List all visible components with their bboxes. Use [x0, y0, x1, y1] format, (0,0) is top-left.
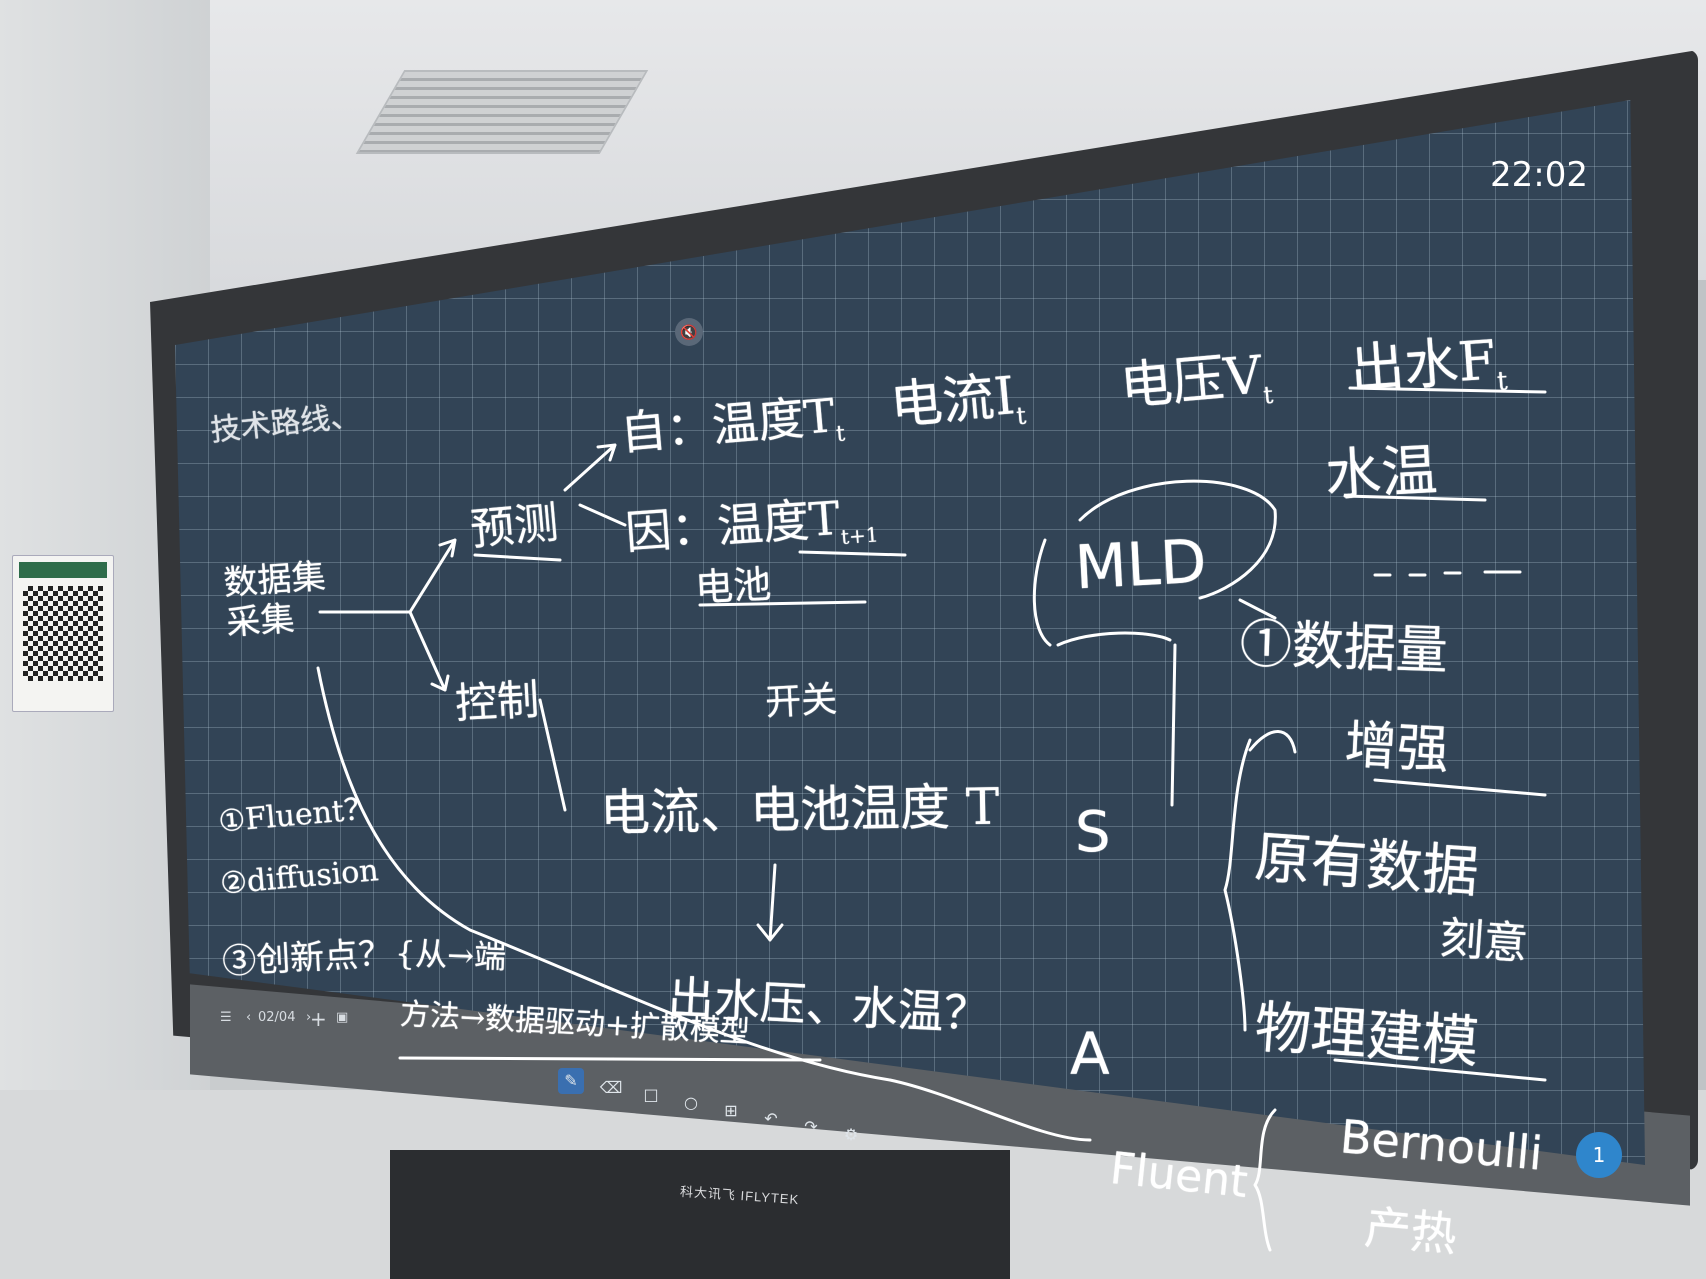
qr-card-header	[19, 562, 107, 578]
menu-icon[interactable]: ☰	[220, 1010, 232, 1025]
heat-text: 产热	[1362, 1200, 1459, 1262]
outflow-underline	[1348, 386, 1547, 394]
cause-underline	[798, 550, 907, 557]
self-line-text: 自：温度T	[618, 388, 837, 461]
handwritten-control: 控制	[453, 674, 541, 729]
arrow-to-control	[408, 610, 450, 692]
switch-text: 开关	[764, 679, 839, 724]
tools-icon[interactable]: ⚙	[843, 1125, 859, 1144]
a-letter: A	[1070, 1020, 1110, 1088]
mld-label: MLD	[1073, 526, 1209, 604]
undo-icon[interactable]: ↶	[764, 1109, 778, 1128]
select-icon[interactable]: □	[643, 1085, 659, 1104]
page-indicator: 02/04	[258, 1010, 296, 1025]
battery-text: 电池	[694, 562, 773, 610]
control-line: 电流、电池温度 T	[599, 777, 1000, 843]
prev-page-icon[interactable]: ‹	[246, 1010, 252, 1025]
outflow-sub: t	[1496, 366, 1509, 397]
add-page-icon[interactable]: +	[310, 1007, 327, 1031]
handwritten-root: 数据集 采集	[222, 556, 327, 644]
mld-stem	[1170, 643, 1177, 807]
page-overview-icon[interactable]: ▣	[336, 1010, 349, 1025]
innovation-1: {从→端	[394, 934, 507, 976]
handwritten-predict: 预测	[468, 497, 561, 556]
s-letter: S	[1075, 800, 1111, 865]
bottom-underline	[398, 1056, 822, 1062]
cause-line-text: 因：温度T	[623, 490, 842, 560]
mute-icon[interactable]: 🔇	[675, 318, 703, 346]
arrow-to-cause	[578, 503, 627, 527]
enhance: 增强	[1343, 715, 1451, 781]
voltage-label-text: 电压V	[1118, 345, 1265, 418]
mld-arrow	[1238, 598, 1277, 620]
battery-underline	[698, 600, 867, 607]
monitor-stand	[390, 1150, 1010, 1279]
outflow-label-text: 出水F	[1348, 328, 1498, 402]
qr-code-card	[12, 555, 114, 712]
correct-text: 刻意	[1438, 912, 1530, 970]
watertemp-underline	[1343, 494, 1487, 502]
current-label-text: 电流I	[888, 366, 1018, 437]
control-arrow	[538, 698, 567, 812]
physics-underline	[1333, 1058, 1547, 1082]
next-page-icon[interactable]: ›	[306, 1010, 312, 1025]
pen-icon[interactable]: ✎	[558, 1068, 584, 1094]
enhance-underline	[1373, 778, 1547, 797]
screen-clock: 22:02	[1490, 155, 1588, 195]
cause-sub: t+1	[840, 522, 880, 549]
water-temp: 水温	[1323, 438, 1439, 509]
insert-icon[interactable]: ⊞	[724, 1101, 738, 1120]
redo-icon[interactable]: ↷	[804, 1117, 818, 1136]
original-data: 原有数据	[1252, 825, 1481, 906]
outflow-label: 出水Ft	[1347, 315, 1508, 407]
predict-underline	[473, 553, 562, 562]
shape-icon[interactable]: ○	[684, 1093, 698, 1112]
eraser-icon[interactable]: ⌫	[599, 1078, 623, 1097]
bernoulli-brace	[1253, 1108, 1277, 1252]
right-brace	[1223, 738, 1252, 1032]
down-arrow	[756, 863, 784, 942]
mld-bracket	[1032, 538, 1172, 647]
long-curve	[316, 666, 1092, 1142]
data-amount: ①数据量	[1238, 614, 1449, 682]
current-label: 电流It	[887, 352, 1027, 441]
notification-badge[interactable]: 1	[1576, 1132, 1622, 1178]
mld-arc	[1078, 479, 1277, 600]
arrow-to-self	[563, 443, 617, 492]
arrow-to-predict	[408, 538, 457, 614]
physics-modeling: 物理建模	[1252, 995, 1481, 1076]
qr-code-icon	[23, 586, 103, 681]
dashes	[1373, 570, 1522, 577]
voltage-label: 电压Vt	[1117, 332, 1274, 422]
enhance-arc	[1248, 730, 1297, 754]
page-navigator: ☰ ‹ 02/04 › + ▣	[218, 1003, 518, 1037]
self-line-sub: t	[835, 421, 847, 448]
question-3: ③创新点？	[221, 933, 394, 983]
